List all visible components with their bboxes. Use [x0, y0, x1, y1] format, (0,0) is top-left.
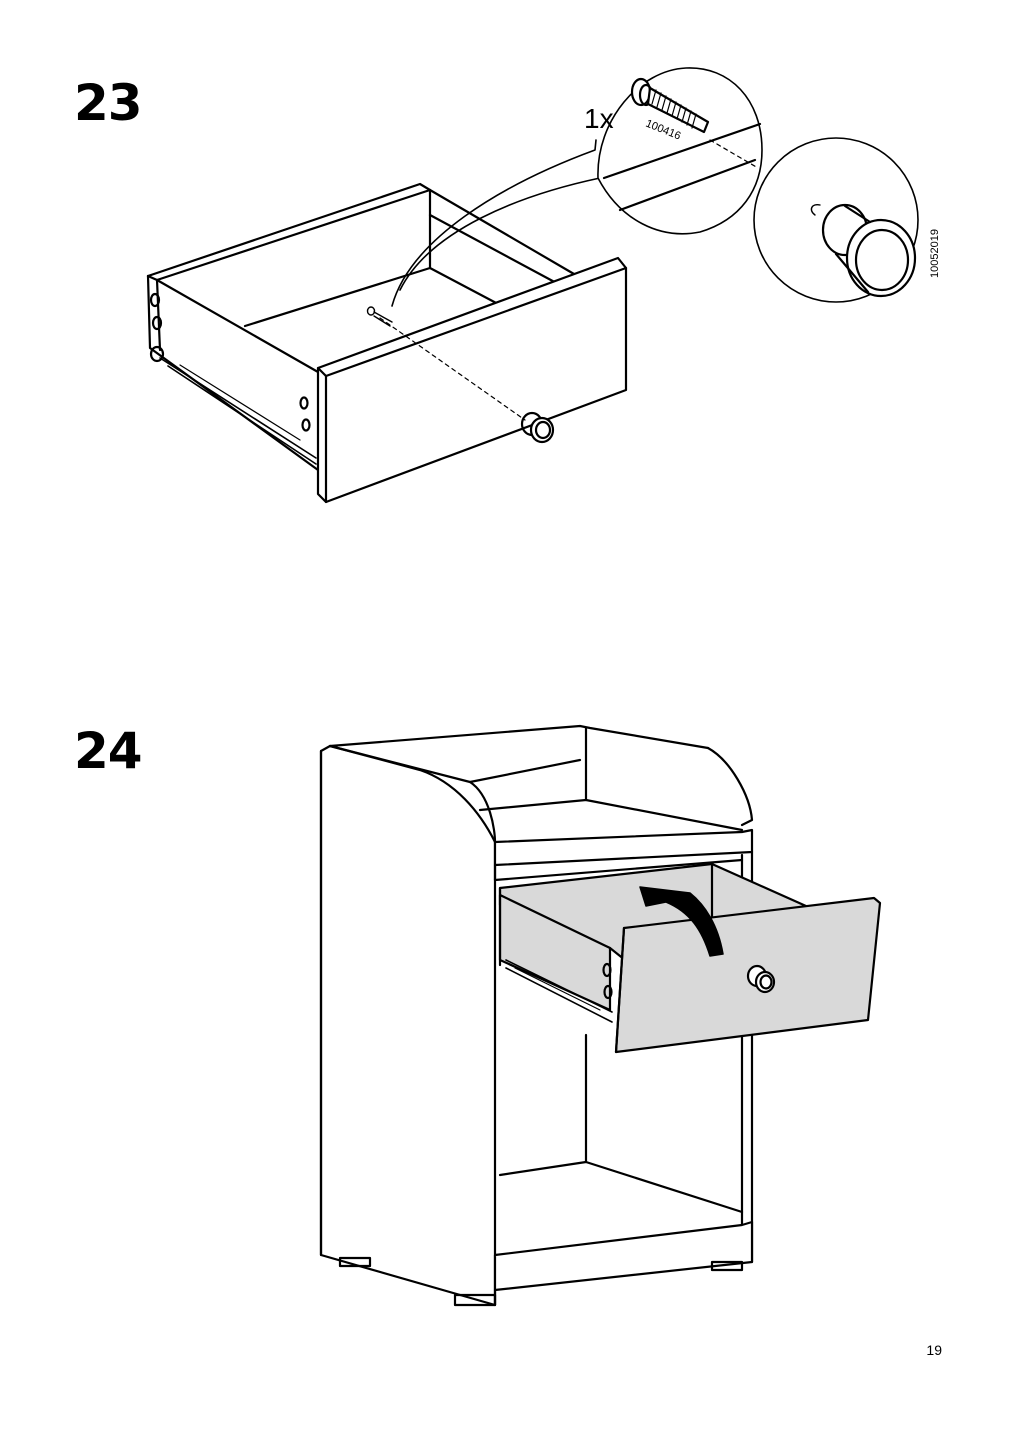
screw-detail	[597, 67, 763, 235]
step-23-number: 23	[74, 74, 143, 132]
step-23-illustration: 1x 100416 10052019	[146, 67, 941, 504]
knob-icon	[520, 411, 555, 444]
screw-icon	[366, 306, 393, 327]
drawer	[498, 862, 882, 1054]
knob-icon	[746, 964, 776, 994]
drawer-box	[146, 182, 628, 504]
page-number: 19	[926, 1342, 942, 1358]
quantity-label: 1x	[584, 103, 614, 134]
knob-part-number: 10052019	[929, 229, 941, 278]
step-24-number: 24	[74, 722, 143, 780]
nightstand	[319, 724, 754, 1307]
insert-drawer-arrow-icon	[639, 886, 724, 957]
knob-detail	[753, 137, 919, 303]
